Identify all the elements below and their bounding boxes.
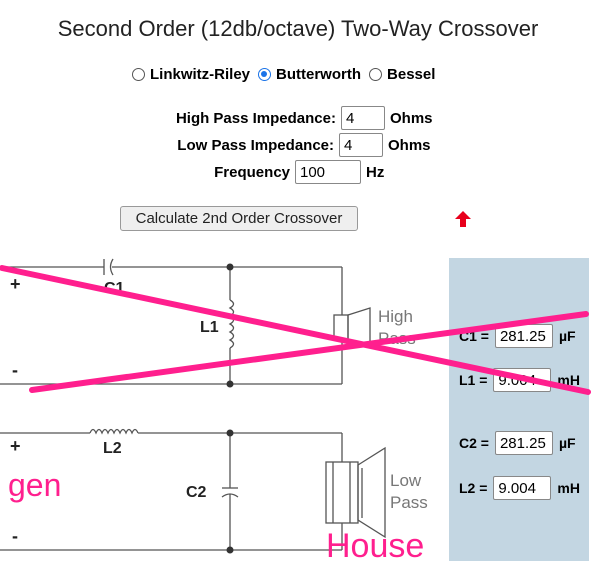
high-pass-impedance-label: High Pass Impedance: [175,109,336,127]
result-row-c2: C2 = µF [459,431,576,455]
result-c2-input[interactable] [494,431,553,455]
result-c1-input[interactable] [494,324,553,348]
radio-butterworth[interactable]: Butterworth [258,66,361,83]
result-l2-label: L2 = [459,480,488,496]
radio-linkwitz-riley[interactable]: Linkwitz-Riley [132,66,250,83]
plus-terminal-low: + [10,436,21,456]
low-pass-impedance-input[interactable] [339,133,383,157]
low-pass-impedance-label: Low Pass Impedance: [177,136,334,154]
low-pass-unit: Ohms [388,136,431,154]
crossover-schematic: + - + - C1 L1 L2 C2 High Pass Low Pass [0,258,428,554]
result-row-c1: C1 = µF [459,324,576,348]
page-title: Second Order (12db/octave) Two-Way Cross… [57,16,539,41]
result-c2-label: C2 = [459,435,489,451]
radio-label: Bessel [387,66,436,83]
c2-label: C2 [186,484,207,501]
result-c1-label: C1 = [459,328,489,344]
high-speaker-pass-label: Pass [378,329,416,348]
frequency-unit: Hz [366,163,385,181]
high-pass-unit: Ohms [390,109,433,127]
results-panel [449,258,589,561]
result-row-l1: L1 = mH [459,368,580,392]
result-l2-input[interactable] [493,476,552,500]
result-l1-input[interactable] [493,368,552,392]
result-l1-label: L1 = [459,372,488,388]
l1-label: L1 [200,319,219,336]
l2-label: L2 [103,440,122,457]
radio-bessel[interactable]: Bessel [369,66,435,83]
high-pass-impedance-row: High Pass Impedance: Ohms [160,106,433,130]
minus-terminal-high: - [12,360,18,380]
radio-label: Linkwitz-Riley [150,66,251,83]
frequency-label: Frequency [214,163,290,181]
filter-type-radio-group: Linkwitz-Riley Butterworth Bessel [132,66,443,83]
low-speaker-pass-label: Pass [390,493,428,512]
c1-label: C1 [104,280,125,297]
result-c2-unit: µF [558,435,576,451]
arrow-up-icon[interactable] [454,210,472,228]
result-row-l2: L2 = mH [459,476,580,500]
frequency-row: Frequency Hz [160,160,384,184]
result-l2-unit: mH [557,480,580,496]
calculate-button[interactable]: Calculate 2nd Order Crossover [120,206,358,231]
result-c1-unit: µF [558,328,576,344]
low-speaker-label: Low [390,471,422,490]
low-pass-impedance-row: Low Pass Impedance: Ohms [160,133,431,157]
high-pass-impedance-input[interactable] [341,106,385,130]
result-l1-unit: mH [557,372,580,388]
minus-terminal-low: - [12,526,18,546]
radio-circle-checked[interactable] [258,68,272,81]
radio-circle[interactable] [132,68,145,81]
high-speaker-label: High [378,307,413,326]
radio-circle[interactable] [369,68,383,81]
plus-terminal-high: + [10,274,21,294]
frequency-input[interactable] [295,160,361,184]
radio-label: Butterworth [276,66,362,83]
